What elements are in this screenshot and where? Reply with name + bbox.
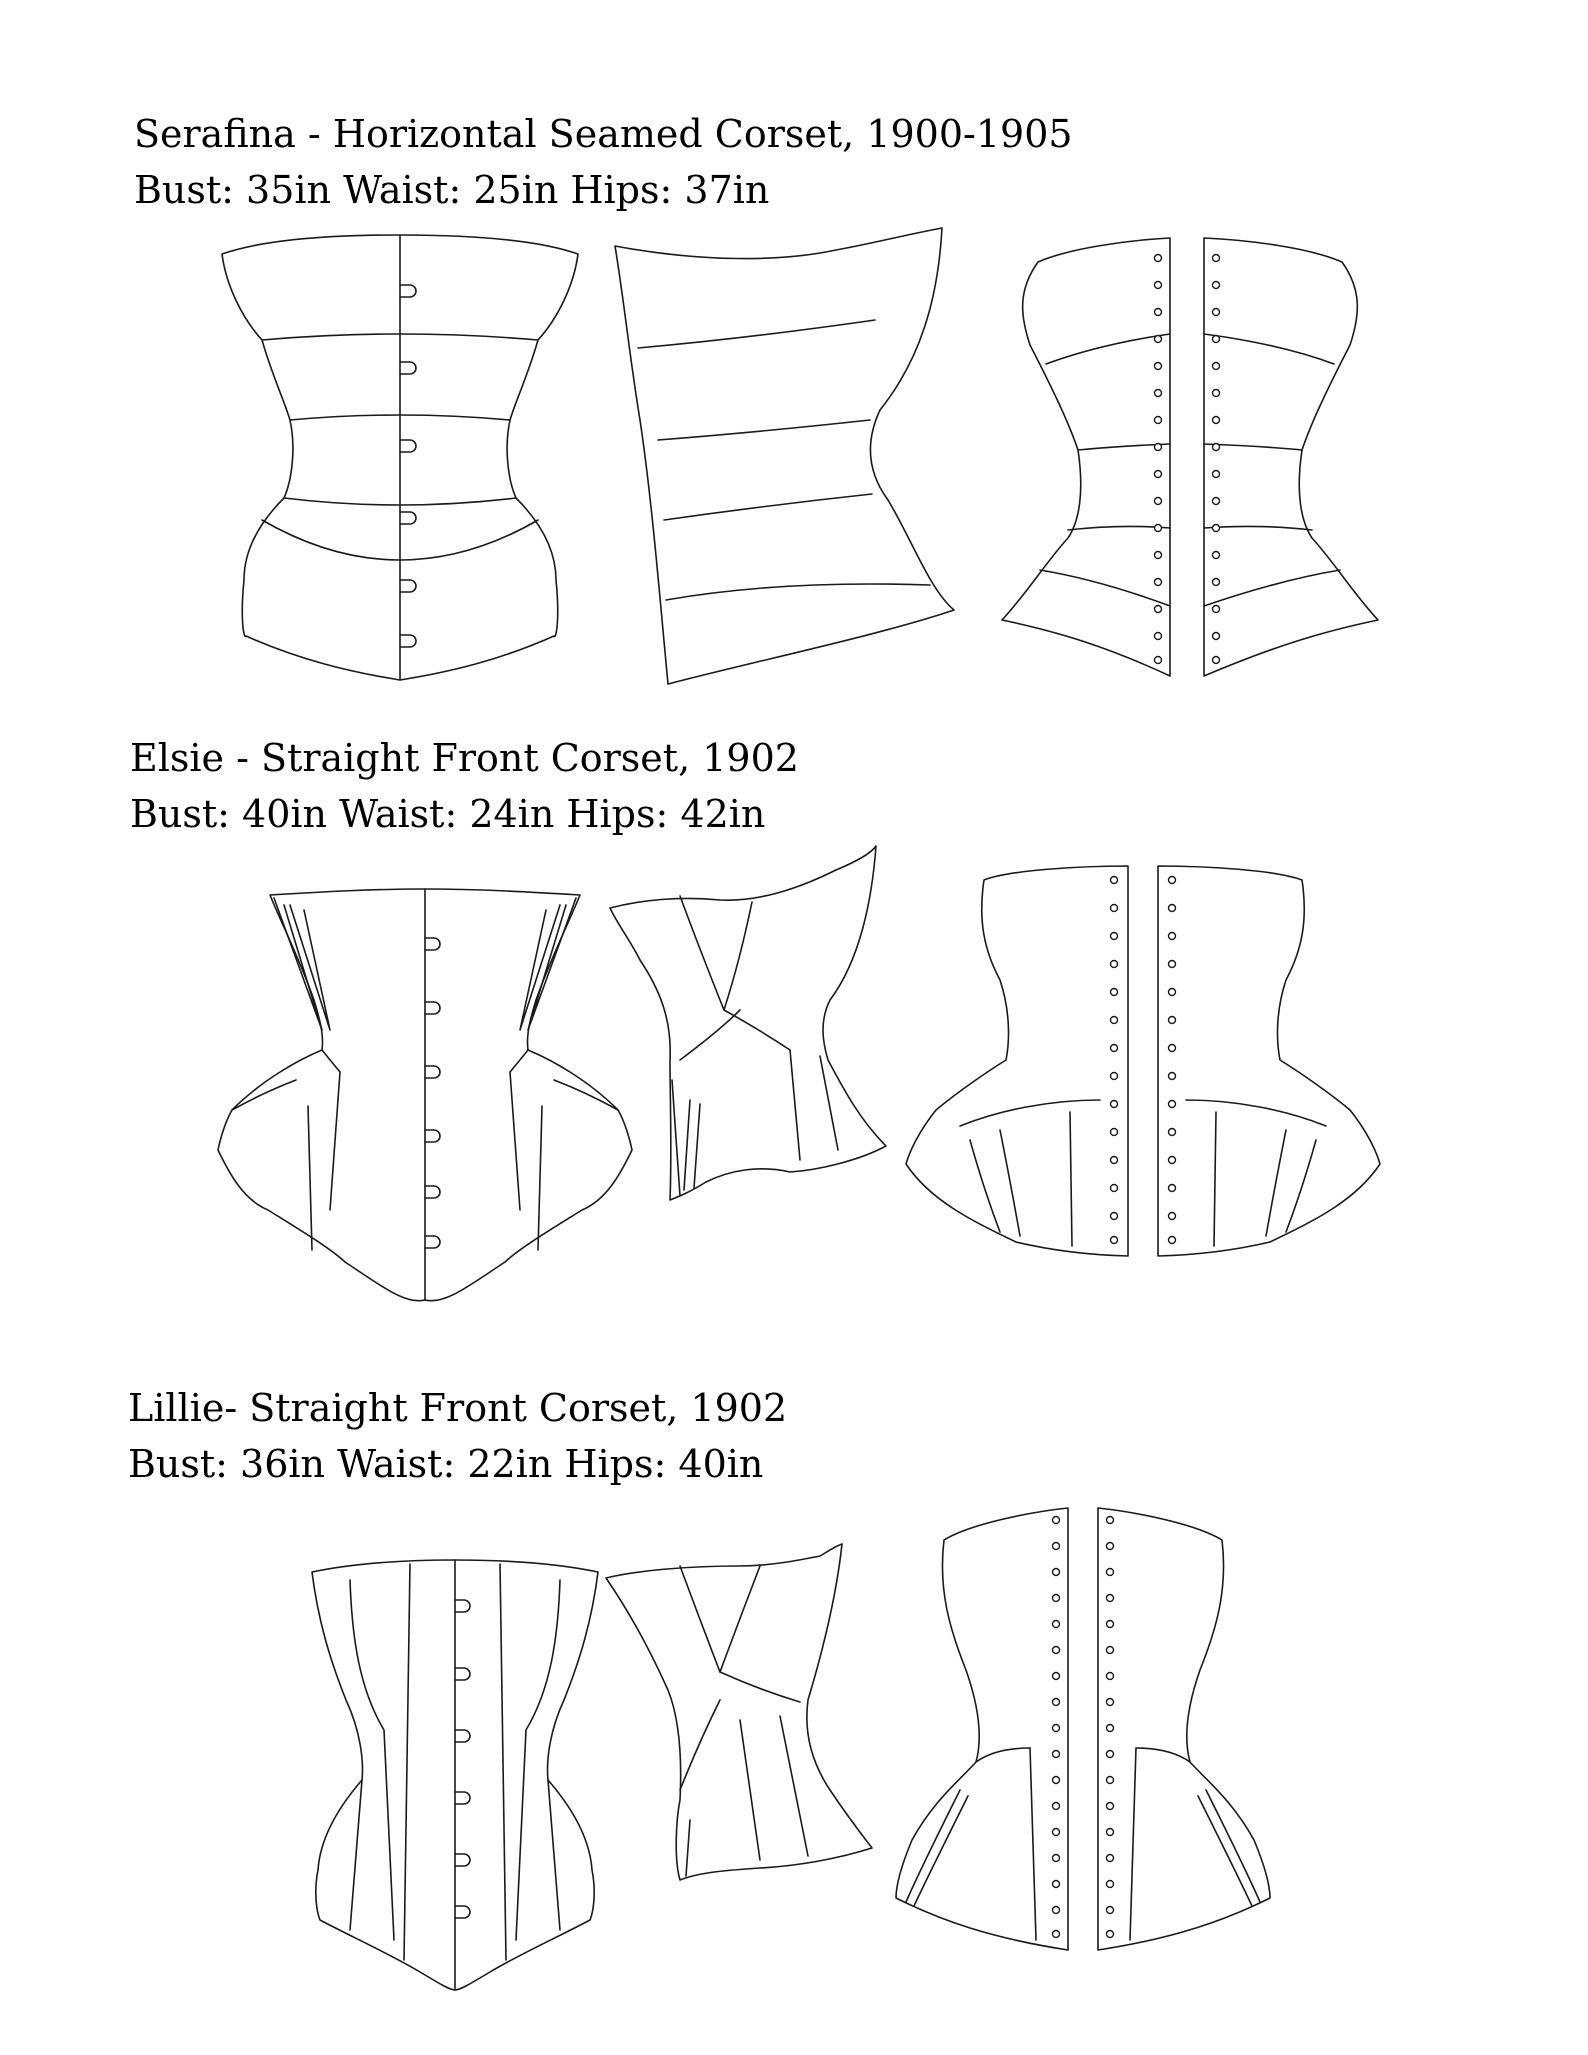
lillie-back-view bbox=[895, 1507, 1271, 1951]
elsie-measurements: Bust: 40in Waist: 24in Hips: 42in bbox=[130, 792, 766, 836]
serafina-front-busk-hooks bbox=[399, 284, 417, 648]
elsie-front-view bbox=[217, 888, 633, 1302]
lillie-title: Lillie- Straight Front Corset, 1902 bbox=[128, 1386, 788, 1430]
serafina-heading: Serafina - Horizontal Seamed Corset, 190… bbox=[134, 106, 1073, 218]
elsie-back-eyelets bbox=[1109, 875, 1177, 1245]
elsie-back-view bbox=[905, 865, 1381, 1257]
serafina-measurements: Bust: 35in Waist: 25in Hips: 37in bbox=[134, 168, 770, 212]
elsie-heading: Elsie - Straight Front Corset, 1902 Bust… bbox=[130, 730, 799, 842]
serafina-back-eyelets bbox=[1153, 253, 1221, 665]
elsie-side-view bbox=[609, 845, 887, 1201]
serafina-front-view bbox=[221, 234, 579, 681]
serafina-back-view bbox=[1001, 237, 1379, 677]
lillie-side-view bbox=[605, 1543, 873, 1881]
lillie-front-view bbox=[311, 1559, 599, 1991]
lillie-heading: Lillie- Straight Front Corset, 1902 Bust… bbox=[128, 1380, 787, 1492]
lillie-measurements: Bust: 36in Waist: 22in Hips: 40in bbox=[128, 1442, 764, 1486]
elsie-title: Elsie - Straight Front Corset, 1902 bbox=[130, 736, 799, 780]
serafina-title: Serafina - Horizontal Seamed Corset, 190… bbox=[134, 112, 1073, 156]
lillie-front-busk-hooks bbox=[454, 1599, 471, 1919]
serafina-side-view bbox=[614, 227, 955, 685]
lillie-back-eyelets bbox=[1051, 1515, 1115, 1939]
elsie-front-busk-hooks bbox=[424, 937, 441, 1249]
